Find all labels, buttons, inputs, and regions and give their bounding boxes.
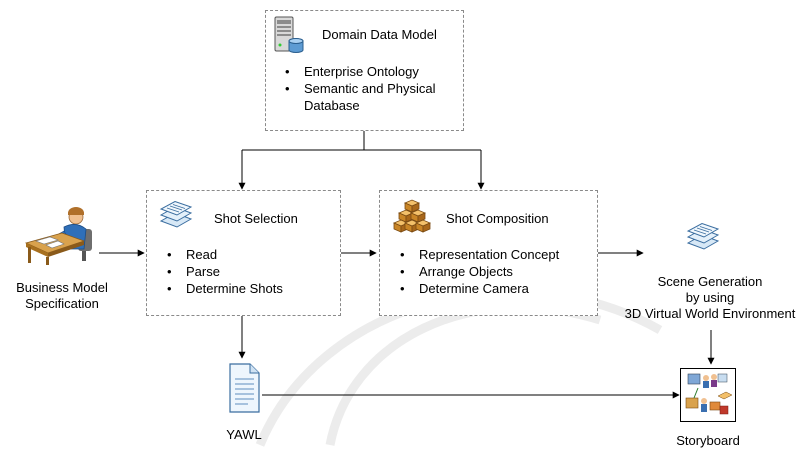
list-item: Determine Camera — [397, 280, 559, 297]
business-model-label: Business Model Specification — [2, 280, 122, 312]
scene-generation-line2: by using — [685, 290, 735, 305]
document-stack-icon — [686, 223, 720, 250]
shot-composition-box: Shot Composition Representation Concept … — [379, 190, 598, 316]
list-item: Semantic and Physical — [282, 80, 436, 97]
shot-composition-title: Shot Composition — [446, 211, 549, 226]
list-item: Read — [164, 246, 283, 263]
domain-data-model-box: Domain Data Model Enterprise Ontology Se… — [265, 10, 464, 131]
domain-data-model-list: Enterprise Ontology Semantic and Physica… — [282, 63, 436, 97]
list-item-continuation: Database — [304, 98, 360, 113]
domain-data-model-title: Domain Data Model — [322, 27, 437, 42]
person-at-desk-icon — [24, 207, 92, 265]
storyboard-label: Storyboard — [676, 433, 740, 448]
business-model-line2: Specification — [25, 296, 99, 311]
list-item: Determine Shots — [164, 280, 283, 297]
scene-generation-label: Scene Generation by using 3D Virtual Wor… — [610, 274, 807, 322]
scene-generation-line3: 3D Virtual World Environment — [624, 306, 796, 321]
server-database-icon — [274, 16, 304, 53]
business-model-line1: Business Model — [16, 280, 108, 295]
list-item: Representation Concept — [397, 246, 559, 263]
scene-generation-line1: Scene Generation — [657, 274, 763, 289]
list-item: Parse — [164, 263, 283, 280]
shot-selection-box: Shot Selection Read Parse Determine Shot… — [146, 190, 341, 316]
document-icon — [229, 363, 260, 413]
list-item: Arrange Objects — [397, 263, 559, 280]
storyboard-icon — [680, 368, 736, 422]
list-item: Enterprise Ontology — [282, 63, 436, 80]
cube-pile-icon — [392, 199, 432, 233]
shot-selection-list: Read Parse Determine Shots — [164, 246, 283, 297]
yawl-label: YAWL — [226, 427, 262, 442]
shot-composition-list: Representation Concept Arrange Objects D… — [397, 246, 559, 297]
document-stack-icon — [159, 201, 193, 228]
shot-selection-title: Shot Selection — [214, 211, 298, 226]
